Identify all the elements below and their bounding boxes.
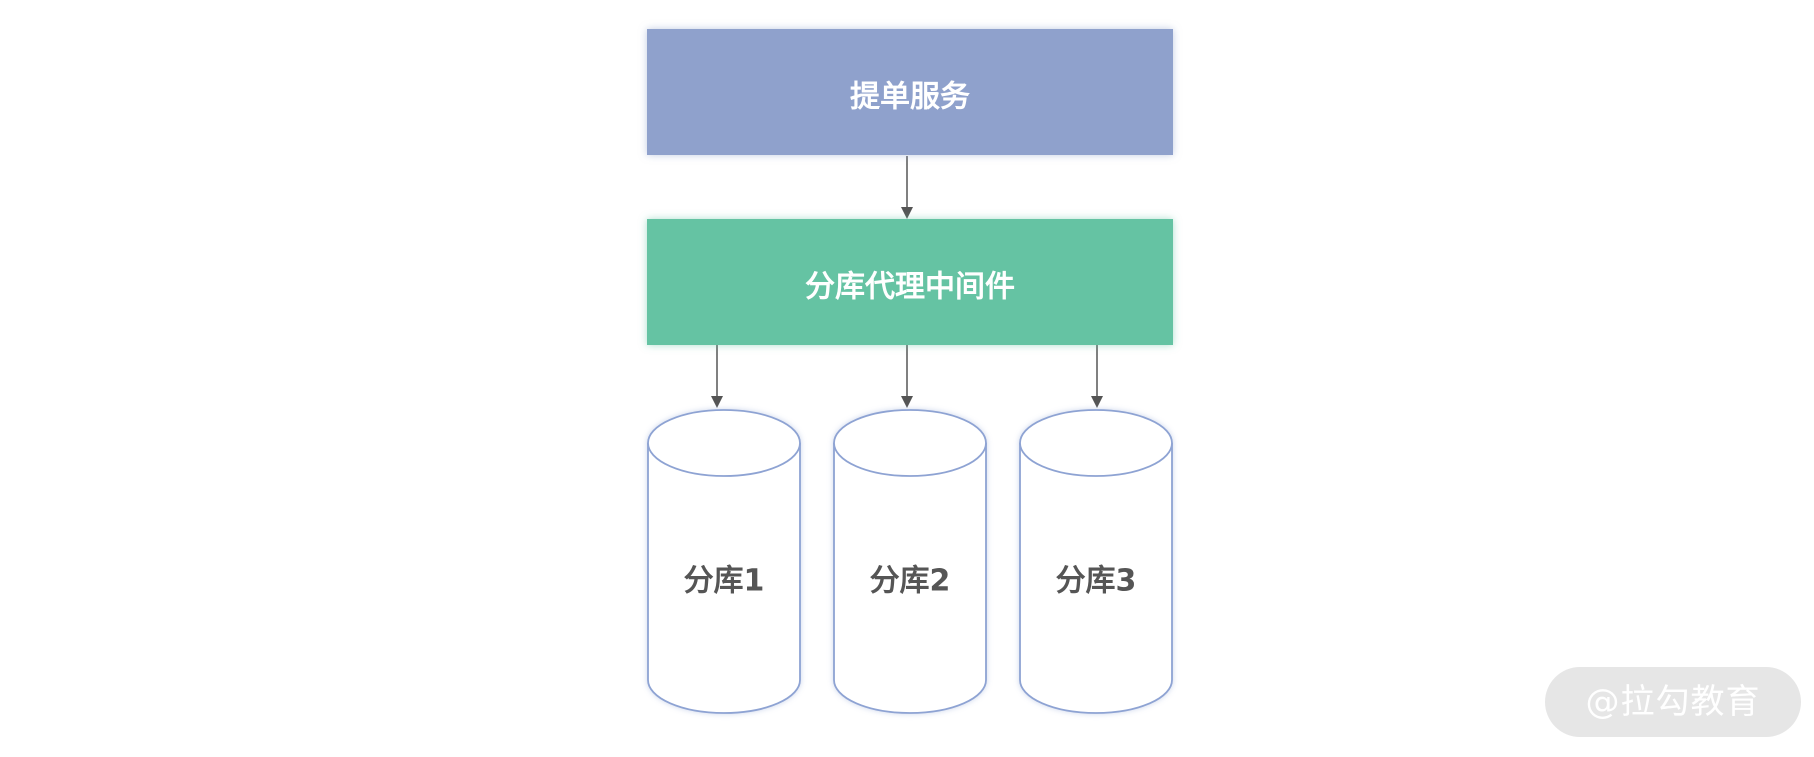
cylinder-body bbox=[833, 443, 987, 714]
middleware-box bbox=[647, 219, 1173, 345]
service-label: 提单服务 bbox=[850, 80, 970, 115]
database-node-2: 分库2 bbox=[833, 409, 987, 714]
arrowhead-icon bbox=[1091, 396, 1103, 408]
cylinder-body bbox=[647, 443, 801, 714]
database-label-1: 分库1 bbox=[684, 564, 765, 599]
database-node-1: 分库1 bbox=[647, 409, 801, 714]
cylinder-top bbox=[647, 409, 801, 477]
middleware-label: 分库代理中间件 bbox=[805, 270, 1015, 305]
arrowhead-icon bbox=[901, 396, 913, 408]
arrowhead-icon bbox=[711, 396, 723, 408]
middleware-node: 分库代理中间件 bbox=[647, 219, 1173, 345]
service-node: 提单服务 bbox=[647, 29, 1173, 155]
service-box bbox=[647, 29, 1173, 155]
cylinder-top bbox=[833, 409, 987, 477]
database-label-3: 分库3 bbox=[1056, 564, 1137, 599]
cylinder-top bbox=[1019, 409, 1173, 477]
edges bbox=[711, 156, 1103, 408]
watermark-text: @拉勾教育 bbox=[1585, 682, 1761, 722]
cylinder-body bbox=[1019, 443, 1173, 714]
arrowhead-icon bbox=[901, 207, 913, 219]
database-node-3: 分库3 bbox=[1019, 409, 1173, 714]
database-label-2: 分库2 bbox=[870, 564, 951, 599]
watermark-badge: @拉勾教育 bbox=[1545, 667, 1801, 737]
